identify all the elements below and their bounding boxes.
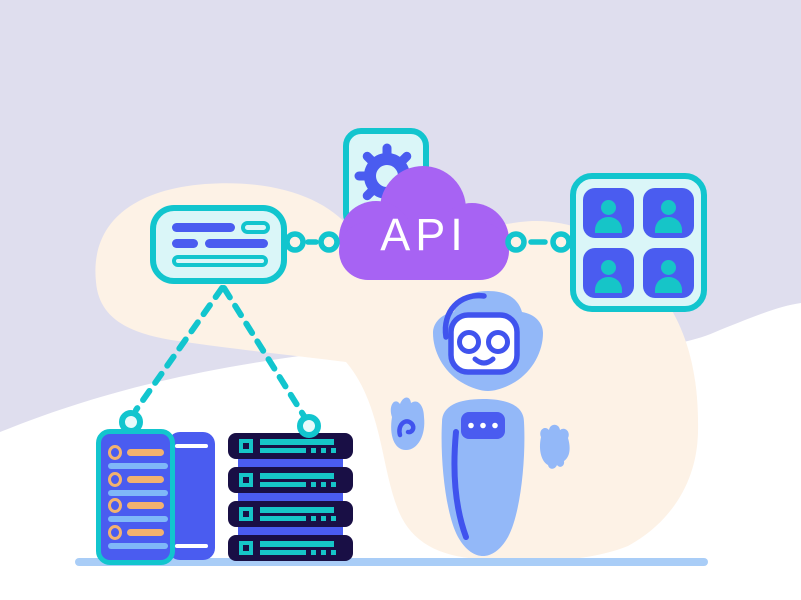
users-panel (570, 173, 707, 312)
dashed-links (119, 285, 321, 438)
user-icon-body (655, 216, 682, 233)
dashed-link-left (133, 285, 225, 413)
connector-node-icon (505, 231, 527, 253)
robot (390, 291, 570, 556)
orange-bar (126, 529, 164, 537)
rack-chip-icon (239, 473, 253, 487)
user-tile (643, 247, 694, 298)
sky-bar (108, 542, 168, 549)
orange-bar (126, 449, 164, 456)
server-row-orange (108, 498, 164, 514)
led-ring-icon (108, 498, 122, 514)
robot-antenna (442, 293, 487, 340)
rack-dot (321, 516, 326, 521)
chest-dot (480, 422, 486, 429)
rack-unit (228, 535, 353, 561)
sky-bar (108, 462, 168, 469)
robot-eye (486, 330, 510, 354)
rack-unit (228, 467, 353, 493)
rack-chip-icon (239, 507, 253, 521)
card-outline-pill-2 (172, 255, 268, 267)
server-row-orange (108, 525, 164, 541)
rack-bar (260, 507, 334, 513)
rack-bars (260, 507, 336, 521)
robot-smile (472, 356, 496, 366)
chest-dot (492, 422, 498, 429)
sky-bar (108, 489, 168, 496)
robot-right-hand (539, 424, 570, 469)
document-card (150, 205, 287, 284)
connector-node-icon (284, 231, 306, 253)
rack-dot (311, 482, 316, 487)
rack-chip-icon (239, 439, 253, 453)
card-text-bar-2 (172, 239, 198, 248)
card-text-bar-3 (205, 239, 268, 248)
rack-dot (331, 448, 336, 453)
led-ring-icon (108, 525, 122, 541)
orange-bar (126, 502, 164, 510)
rack-dot (311, 448, 316, 453)
connector-node-icon (318, 231, 340, 253)
dashed-link-right (221, 285, 307, 419)
user-icon-body (595, 276, 622, 293)
led-ring-icon (108, 445, 122, 460)
user-icon (661, 199, 676, 215)
rack-bar (260, 482, 306, 487)
user-tile (583, 247, 634, 298)
rack-bar (260, 541, 334, 547)
rack-unit (228, 501, 353, 527)
robot-face (448, 312, 520, 375)
card-text-bar-1 (172, 223, 235, 232)
rack-dot (331, 516, 336, 521)
server-row-orange (108, 445, 164, 460)
rack-bar (260, 473, 334, 479)
connector-card-cloud (284, 231, 340, 253)
rack-stack (228, 433, 353, 561)
link-node-icon (297, 414, 321, 438)
orange-bar (126, 475, 164, 483)
rack-bar (260, 439, 334, 445)
rack-bars (260, 473, 336, 487)
rack-dot (311, 550, 316, 555)
user-icon (601, 199, 616, 215)
connector-node-icon (550, 231, 572, 253)
chest-dot (468, 422, 474, 429)
robot-body-line (451, 429, 469, 540)
connector-cloud-users (505, 231, 572, 253)
server-back-slab (168, 432, 215, 560)
server-tower (96, 429, 175, 565)
rack-dot (311, 516, 316, 521)
sky-bar (108, 516, 168, 523)
api-label: API (380, 209, 468, 260)
robot-eye (457, 330, 481, 354)
api-cloud: API (339, 166, 509, 280)
user-icon-body (655, 276, 682, 293)
rack-bar (260, 448, 306, 453)
robot-left-hand-swirl (397, 419, 416, 438)
rack-bar (260, 550, 306, 555)
rack-bar (260, 516, 306, 521)
rack-dot (331, 482, 336, 487)
rack-bars (260, 439, 336, 453)
rack-dot (321, 550, 326, 555)
rack-chip-icon (239, 541, 253, 555)
rack-bars (260, 541, 336, 555)
slab-line (175, 444, 208, 448)
user-icon (601, 259, 616, 275)
user-icon-body (595, 216, 622, 233)
slab-line (175, 544, 208, 548)
user-icon (661, 259, 676, 275)
rack-unit (228, 433, 353, 459)
led-ring-icon (108, 471, 122, 487)
user-tile (643, 187, 694, 238)
card-outline-pill-1 (241, 221, 270, 234)
rack-dot (321, 482, 326, 487)
robot-left-hand (390, 397, 425, 450)
rack-dot (331, 550, 336, 555)
user-tile (583, 187, 634, 238)
server-row-orange (108, 471, 164, 487)
link-node-icon (119, 410, 143, 434)
rack-dot (321, 448, 326, 453)
ground-line (75, 558, 708, 566)
